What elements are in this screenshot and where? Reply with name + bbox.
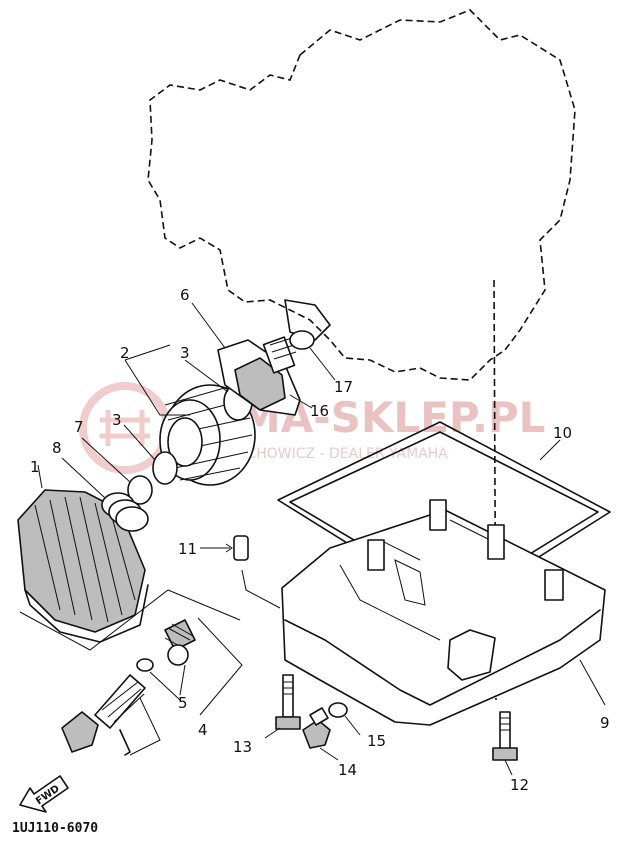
watermark-logo-tuning-fork [100, 410, 150, 446]
fwd-arrow-icon: FWD [19, 775, 69, 813]
callout-3a: 3 [180, 344, 190, 362]
alignment-line [493, 279, 497, 701]
part-5-o-ring [136, 658, 154, 672]
leader-3-lower [123, 424, 156, 461]
callout-3b: 3 [112, 411, 122, 429]
part-1-filter-cover [17, 464, 149, 643]
callout-11: 11 [178, 540, 197, 558]
callout-4: 4 [198, 721, 208, 739]
part-15-gasket [328, 702, 348, 718]
watermark-logo [79, 382, 171, 474]
leader-5 [149, 664, 186, 701]
callout-16: 16 [310, 402, 329, 420]
part-3-o-ring-lower [152, 451, 178, 485]
callout-17: 17 [334, 378, 353, 396]
leader-bracket-1 [19, 589, 241, 651]
leader-line [37, 464, 43, 489]
callout-6: 6 [180, 286, 190, 304]
watermark-subtitle: PIECHOWICZ - DEALER YAMAHA [225, 446, 448, 462]
callout-15: 15 [367, 732, 386, 750]
part-4-spring [164, 617, 243, 716]
part-8-spring [101, 492, 149, 532]
callout-14: 14 [338, 761, 357, 779]
engine-mount-boss [284, 299, 331, 341]
leader-15 [344, 715, 361, 736]
callout-1: 1 [30, 458, 40, 476]
callout-9: 9 [600, 714, 610, 732]
leader-3-upper [184, 359, 229, 393]
part-17-o-ring [289, 330, 315, 350]
part-5-ball [167, 644, 189, 666]
callout-10: 10 [553, 424, 572, 442]
callout-8: 8 [52, 439, 62, 457]
part-9-oil-pan [281, 499, 606, 726]
callout-5: 5 [178, 694, 188, 712]
diagram-code: 1UJ110-6070 [12, 821, 98, 836]
leader-7 [81, 437, 131, 483]
part-11-dowel [200, 535, 281, 609]
part-7-washer [127, 475, 153, 505]
engine-outline [147, 9, 576, 381]
callout-7: 7 [74, 418, 84, 436]
leader-17 [309, 347, 336, 381]
callout-12: 12 [510, 776, 529, 794]
part-16-union-bolt [234, 336, 313, 411]
callout-2: 2 [120, 344, 130, 362]
part-13-bolt [264, 674, 301, 739]
part-filter-bolt [61, 674, 161, 756]
callout-13: 13 [233, 738, 252, 756]
part-12-bolt [492, 711, 518, 776]
leader-8 [61, 457, 106, 499]
part-14-drain-bolt [302, 707, 339, 761]
